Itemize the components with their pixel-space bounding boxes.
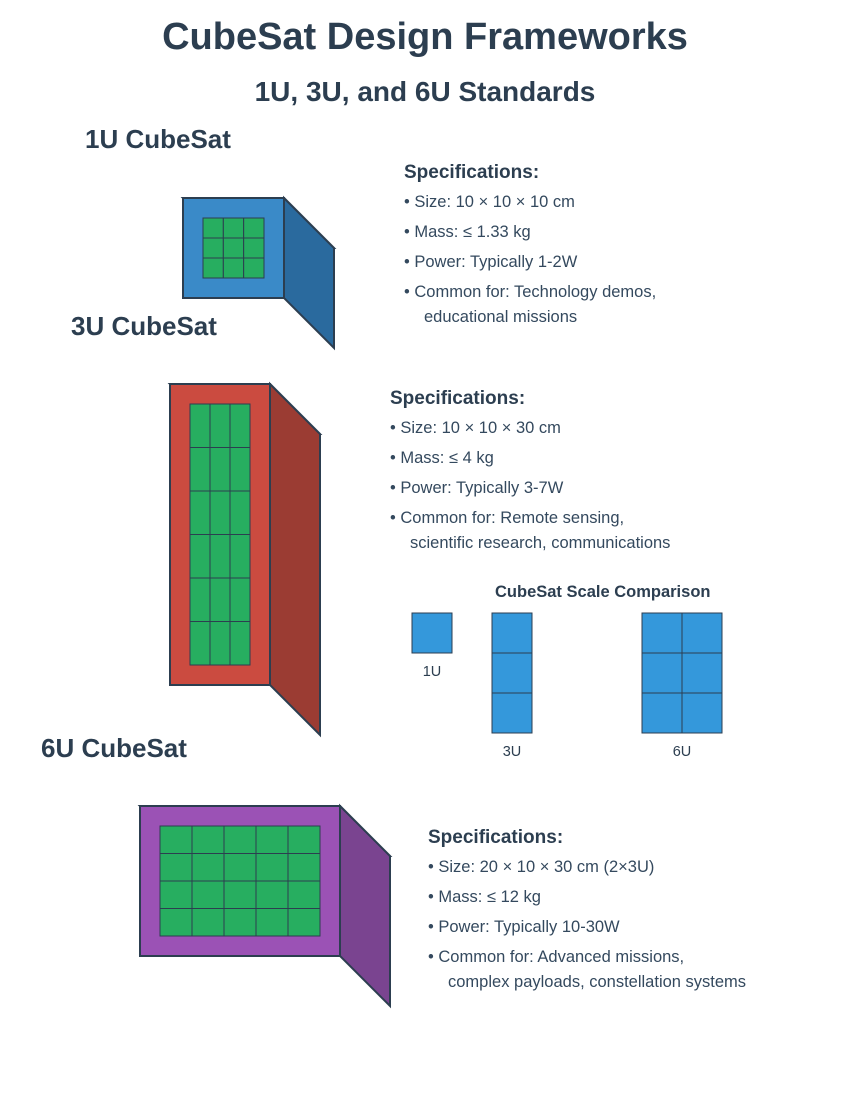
cubesat-6u-spec-power: • Power: Typically 10-30W: [428, 918, 620, 936]
cubesat-1u-spec-mass: • Mass: ≤ 1.33 kg: [404, 223, 531, 241]
cubesat-6u-side-face: [339, 803, 391, 1009]
cubesat-1u-spec-use-cont: educational missions: [424, 308, 578, 326]
scale-comparison-title: CubeSat Scale Comparison: [495, 583, 711, 601]
solar-cell: [229, 534, 251, 579]
solar-cell: [209, 447, 231, 492]
solar-cell: [189, 490, 211, 535]
solar-cell: [189, 447, 211, 492]
scale-label-3u: 3U: [502, 744, 522, 760]
scale-1u-block: [411, 612, 453, 654]
cubesat-3u-spec-size: • Size: 10 × 10 × 30 cm: [390, 419, 561, 437]
cubesat-3u-side-face: [269, 381, 321, 738]
solar-cell: [223, 880, 257, 909]
scale-unit-cell: [681, 652, 723, 694]
cubesat-1u-side-face: [283, 195, 335, 351]
scale-unit-cell: [641, 612, 683, 654]
scale-unit-cell: [681, 612, 723, 654]
solar-cell: [202, 237, 224, 259]
solar-cell: [229, 577, 251, 622]
scale-unit-cell: [491, 612, 533, 654]
solar-cell: [223, 853, 257, 882]
solar-cell: [255, 908, 289, 937]
cubesat-1u-drawing: [180, 195, 337, 351]
cubesat-6u-spec-title: Specifications:: [428, 827, 564, 848]
cubesat-6u-spec-use: • Common for: Advanced missions,: [428, 948, 685, 966]
cubesat-3u-solar-panel: [189, 403, 251, 666]
solar-cell: [202, 257, 224, 279]
solar-cell: [287, 825, 321, 854]
scale-comparison-chart: [411, 612, 723, 734]
cubesat-6u-spec-mass: • Mass: ≤ 12 kg: [428, 888, 541, 906]
solar-cell: [223, 825, 257, 854]
cubesat-1u-spec-power: • Power: Typically 1-2W: [404, 253, 578, 271]
cubesat-6u-heading: 6U CubeSat: [41, 733, 187, 763]
solar-cell: [229, 490, 251, 535]
solar-cell: [159, 880, 193, 909]
cubesat-1u-spec-size: • Size: 10 × 10 × 10 cm: [404, 193, 575, 211]
solar-cell: [159, 825, 193, 854]
cubesat-6u-drawing: [137, 803, 393, 1009]
solar-cell: [189, 403, 211, 448]
solar-cell: [209, 403, 231, 448]
solar-cell: [287, 880, 321, 909]
solar-cell: [159, 908, 193, 937]
cubesat-3u-spec-use: • Common for: Remote sensing,: [390, 509, 625, 527]
solar-cell: [222, 257, 245, 279]
solar-cell: [189, 621, 211, 666]
scale-unit-cell: [491, 692, 533, 734]
solar-cell: [229, 447, 251, 492]
solar-cell: [287, 853, 321, 882]
cubesat-3u-spec-mass: • Mass: ≤ 4 kg: [390, 449, 494, 467]
solar-cell: [202, 217, 224, 239]
solar-cell: [287, 908, 321, 937]
cubesat-3u-drawing: [167, 381, 323, 738]
cubesat-6u-spec-use-cont: complex payloads, constellation systems: [448, 973, 747, 991]
solar-cell: [222, 217, 245, 239]
solar-cell: [255, 825, 289, 854]
scale-3u-block: [491, 612, 533, 734]
cubesat-3u-spec-power: • Power: Typically 3-7W: [390, 479, 564, 497]
cubesat-6u-spec-size: • Size: 20 × 10 × 30 cm (2×3U): [428, 858, 655, 876]
cubesat-1u-spec-title: Specifications:: [404, 162, 540, 183]
scale-unit-cell: [411, 612, 453, 654]
solar-cell: [243, 257, 265, 279]
cubesat-6u-solar-panel: [159, 825, 321, 937]
solar-cell: [243, 217, 265, 239]
cubesat-3u-heading: 3U CubeSat: [71, 311, 217, 341]
scale-unit-cell: [641, 652, 683, 694]
page-subtitle: 1U, 3U, and 6U Standards: [254, 76, 596, 107]
solar-cell: [191, 880, 225, 909]
cubesat-1u-spec-use: • Common for: Technology demos,: [404, 283, 657, 301]
page-title: CubeSat Design Frameworks: [162, 16, 688, 58]
scale-6u-block: [641, 612, 723, 734]
cubesat-3u-spec-use-cont: scientific research, communications: [410, 534, 671, 552]
solar-cell: [223, 908, 257, 937]
solar-cell: [209, 621, 231, 666]
solar-cell: [209, 490, 231, 535]
scale-label-6u: 6U: [672, 744, 692, 760]
solar-cell: [229, 621, 251, 666]
solar-cell: [229, 403, 251, 448]
solar-cell: [209, 534, 231, 579]
solar-cell: [191, 853, 225, 882]
solar-cell: [255, 880, 289, 909]
scale-unit-cell: [491, 652, 533, 694]
solar-cell: [191, 825, 225, 854]
scale-label-1u: 1U: [422, 664, 442, 680]
scale-unit-cell: [641, 692, 683, 734]
solar-cell: [189, 534, 211, 579]
cubesat-1u-heading: 1U CubeSat: [85, 124, 231, 154]
solar-cell: [209, 577, 231, 622]
solar-cell: [191, 908, 225, 937]
cubesat-3u-spec-title: Specifications:: [390, 388, 526, 409]
solar-cell: [159, 853, 193, 882]
solar-cell: [243, 237, 265, 259]
solar-cell: [222, 237, 245, 259]
scale-unit-cell: [681, 692, 723, 734]
cubesat-1u-solar-panel: [202, 217, 265, 279]
solar-cell: [255, 853, 289, 882]
solar-cell: [189, 577, 211, 622]
